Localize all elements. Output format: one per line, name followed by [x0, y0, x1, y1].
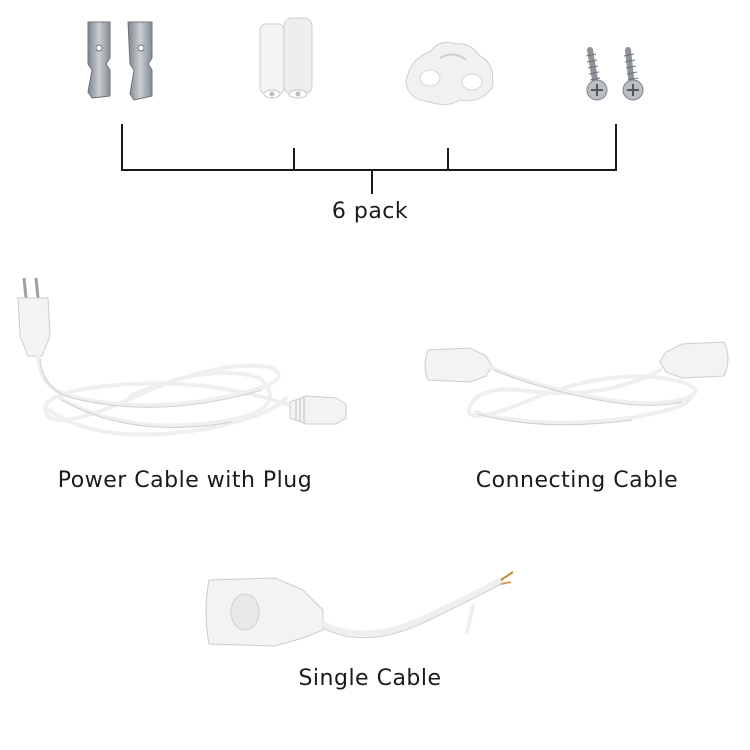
end-connector-image: [259, 17, 313, 99]
plastic-holder-image: [405, 41, 494, 106]
power-cable-image: [17, 277, 347, 437]
power-cable-caption: Power Cable with Plug: [57, 468, 313, 493]
pack-caption: 6 pack: [331, 199, 409, 224]
single-cable-image: [205, 571, 514, 647]
pack-bracket: [121, 124, 617, 194]
connecting-cable-caption: Connecting Cable: [475, 468, 679, 493]
metal-clips-image: [87, 21, 153, 101]
screws-image: [585, 47, 644, 101]
connecting-cable-image: [424, 341, 729, 426]
single-cable-caption: Single Cable: [298, 666, 442, 691]
